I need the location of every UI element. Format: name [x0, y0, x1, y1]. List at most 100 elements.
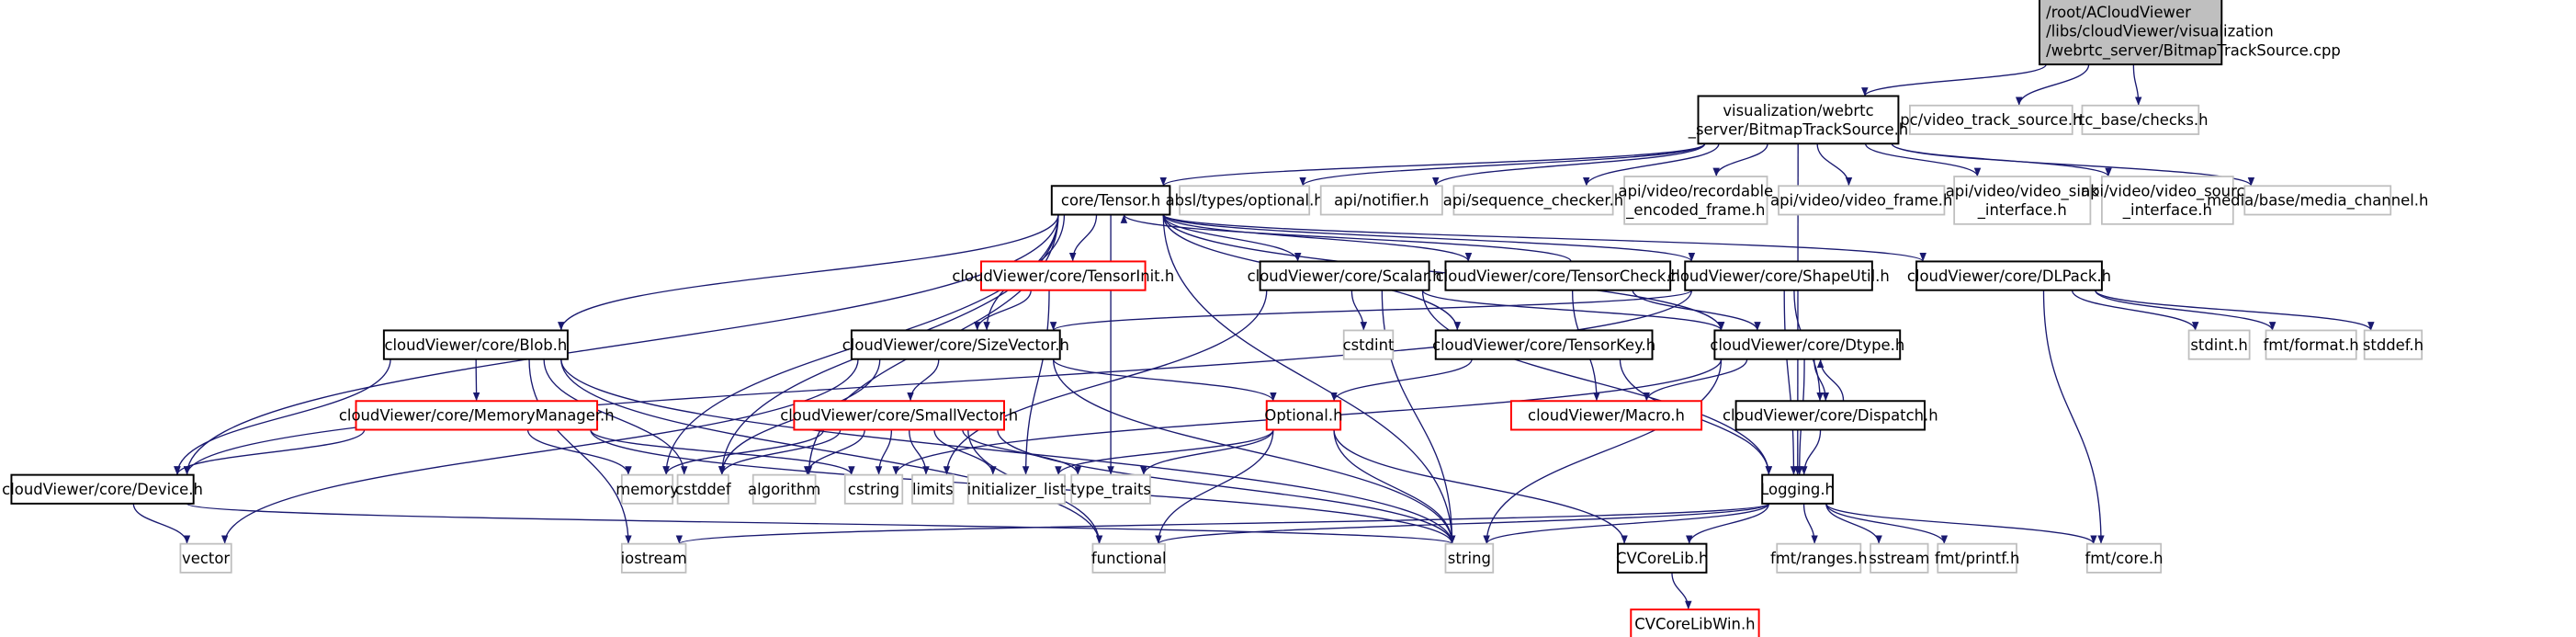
node-mediach[interactable]: media/base/media_channel.h [2207, 185, 2428, 216]
edge-blob-to-device [174, 358, 391, 475]
node-box [1091, 542, 1166, 574]
edge-smallvec-to-memory [662, 429, 825, 475]
node-tkey[interactable]: cloudViewer/core/TensorKey.h [1432, 329, 1655, 360]
node-stddefh[interactable]: stddef.h [2363, 329, 2423, 360]
node-box [676, 473, 729, 505]
node-memmgr[interactable]: cloudViewer/core/MemoryManager.h [339, 400, 615, 431]
node-box [1617, 542, 1708, 574]
node-box [1259, 260, 1430, 291]
edge-scalar-to-dtype [1421, 290, 1725, 331]
node-vector[interactable]: vector [179, 542, 232, 574]
edge-tensor-to-shapeutil [1162, 213, 1695, 263]
node-box [843, 473, 904, 505]
node-root[interactable]: /root/ACloudViewer/libs/cloudViewer/visu… [2039, 0, 2341, 66]
node-label: cloudViewer/Macro.h [1528, 407, 1685, 425]
node-label: fmt/core.h [2085, 550, 2164, 567]
edge-smallvec-to-limits [909, 429, 930, 475]
edge-smallvec-to-initlist [933, 429, 997, 475]
node-sizevec[interactable]: cloudViewer/core/SizeVector.h [842, 329, 1069, 360]
node-fmtformat[interactable]: fmt/format.h [2264, 329, 2359, 360]
node-seqchk[interactable]: api/sequence_checker.h [1443, 185, 1623, 216]
edge-bts-to-tensor [1159, 142, 1706, 187]
node-label: /libs/cloudViewer/visualization [2046, 23, 2274, 40]
node-dlpack[interactable]: cloudViewer/core/DLPack.h [1907, 260, 2111, 291]
node-logging[interactable]: Logging.h [1760, 473, 1835, 505]
node-label: fmt/format.h [2264, 336, 2359, 354]
edge-scalar-to-limits [943, 290, 1268, 475]
node-box [1778, 185, 1946, 216]
node-macro[interactable]: cloudViewer/Macro.h [1509, 400, 1703, 431]
node-label: CVCoreLibWin.h [1634, 616, 1755, 633]
node-sstream[interactable]: sstream [1869, 542, 1929, 574]
node-box [1444, 260, 1672, 291]
node-memory[interactable]: memory [616, 473, 679, 505]
node-box [911, 473, 955, 505]
node-tensor[interactable]: core/Tensor.h [1050, 185, 1171, 216]
node-stdinth[interactable]: stdint.h [2187, 329, 2251, 360]
node-label: string [1448, 550, 1491, 567]
node-pcvts[interactable]: pc/video_track_source.h [1900, 104, 2082, 135]
node-vframe[interactable]: api/video/video_frame.h [1770, 185, 1952, 216]
node-dtype[interactable]: cloudViewer/core/Dtype.h [1710, 329, 1904, 360]
node-label: cloudViewer/core/ShapeUtil.h [1667, 267, 1890, 285]
node-blob[interactable]: cloudViewer/core/Blob.h [382, 329, 569, 360]
edge-shapeutil-to-sizevec [1050, 290, 1693, 332]
node-box [1761, 473, 1834, 505]
edge-bts-to-vsink [1864, 143, 1982, 177]
node-dispatch[interactable]: cloudViewer/core/Dispatch.h [1723, 400, 1938, 431]
node-bts[interactable]: visualization/webrtc_server/BitmapTrackS… [1688, 95, 1908, 145]
node-box [2265, 329, 2357, 360]
node-box [2039, 0, 2223, 66]
edge-logging-to-fmtranges [1802, 503, 1818, 544]
node-fmtcore[interactable]: fmt/core.h [2085, 542, 2164, 574]
node-label: api/video/video_source [2081, 182, 2254, 200]
node-label: fmt/printf.h [1935, 550, 2020, 567]
node-absl[interactable]: absl/types/optional.h [1166, 185, 1324, 216]
edge-tensor-to-tcheck [1162, 214, 1473, 262]
node-label: cloudViewer/core/MemoryManager.h [339, 407, 615, 425]
node-label: vector [182, 550, 230, 567]
node-algorithm[interactable]: algorithm [748, 473, 820, 505]
node-cstdint[interactable]: cstdint [1343, 329, 1395, 360]
node-typetraits[interactable]: type_traits [1070, 473, 1151, 505]
edge-logging-to-fmtprintf [1825, 503, 1949, 544]
node-cvcorelibwin[interactable]: CVCoreLibWin.h [1630, 609, 1760, 637]
node-cstring[interactable]: cstring [843, 473, 904, 505]
node-fmtranges[interactable]: fmt/ranges.h [1770, 542, 1868, 574]
node-limits[interactable]: limits [911, 473, 955, 505]
node-box [620, 473, 674, 505]
node-fmtprintf[interactable]: fmt/printf.h [1935, 542, 2020, 574]
node-label: stdint.h [2190, 336, 2247, 354]
node-string[interactable]: string [1444, 542, 1495, 574]
node-label: cloudViewer/core/Device.h [2, 481, 203, 498]
node-cstddef[interactable]: cstddef [675, 473, 732, 505]
node-initlist[interactable]: initializer_list [967, 473, 1067, 505]
edge-sizevec-to-vector [220, 358, 859, 544]
node-optional[interactable]: Optional.h [1264, 400, 1342, 431]
node-label: media/base/media_channel.h [2207, 192, 2428, 210]
node-cvcorelib[interactable]: CVCoreLib.h [1616, 542, 1708, 574]
edge-tcheck-to-tensor [1120, 213, 1572, 263]
node-scalar[interactable]: cloudViewer/core/Scalar.h [1248, 260, 1442, 291]
node-tcheck[interactable]: cloudViewer/core/TensorCheck.h [1436, 260, 1680, 291]
edge-blob-to-iostream [528, 358, 632, 544]
node-box [1684, 260, 1873, 291]
edge-cvcorelib-to-cvcorelibwin [1671, 572, 1692, 610]
node-device[interactable]: cloudViewer/core/Device.h [2, 473, 203, 505]
edge-bts-to-seqchk [1583, 143, 1720, 187]
edge-memmgr-to-memory [526, 429, 632, 475]
node-label: algorithm [748, 481, 820, 498]
node-recframe[interactable]: api/video/recordable_encoded_frame.h [1619, 176, 1774, 225]
node-iostream[interactable]: iostream [621, 542, 687, 574]
node-label: cloudViewer/core/SmallVector.h [780, 407, 1018, 425]
node-vsink[interactable]: api/video/video_sink_interface.h [1946, 176, 2100, 225]
node-vsource[interactable]: api/video/video_source_interface.h [2081, 176, 2254, 225]
node-functional[interactable]: functional [1091, 542, 1167, 574]
node-shapeutil[interactable]: cloudViewer/core/ShapeUtil.h [1667, 260, 1890, 291]
edge-sizevec-to-optional [1052, 358, 1277, 402]
node-tinit[interactable]: cloudViewer/core/TensorInit.h [952, 260, 1174, 291]
node-notifier[interactable]: api/notifier.h [1319, 185, 1443, 216]
node-checks[interactable]: rtc_base/checks.h [2073, 104, 2209, 135]
node-smallvec[interactable]: cloudViewer/core/SmallVector.h [780, 400, 1018, 431]
edge-dlpack-to-stdinth [2071, 290, 2199, 331]
